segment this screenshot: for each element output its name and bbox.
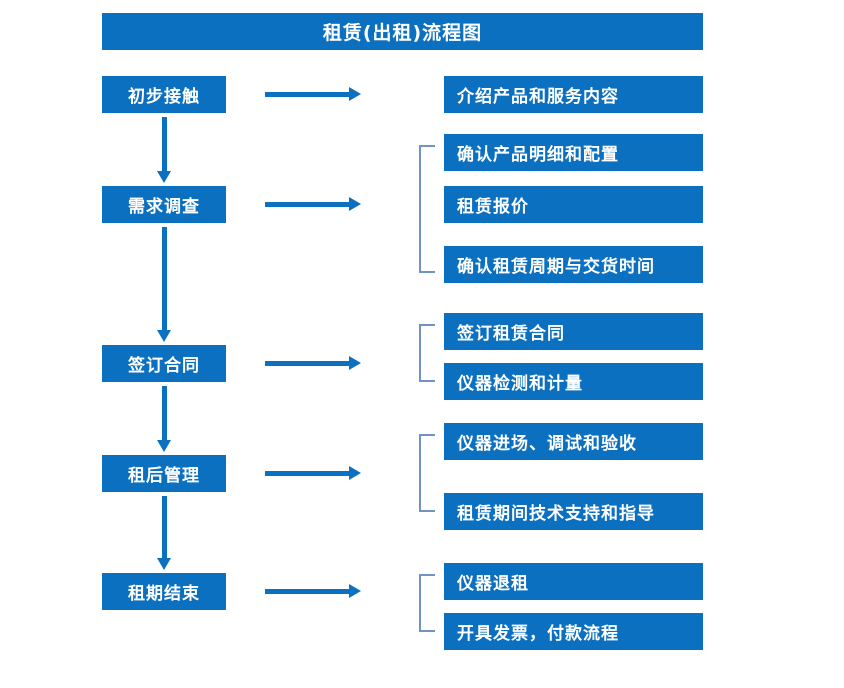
arrow-head-right-icon — [349, 87, 361, 101]
bracket-group-management — [419, 434, 435, 512]
arrow-head-right-icon — [349, 356, 361, 370]
arrow-shaft — [162, 227, 167, 330]
detail-box-instrument-delivery[interactable]: 仪器进场、调试和验收 — [444, 423, 703, 460]
arrow-stage-3-to-details — [265, 356, 361, 370]
arrow-stage-1-to-stage-2 — [157, 117, 171, 183]
arrow-shaft — [162, 496, 167, 558]
arrow-stage-2-to-details — [265, 197, 361, 211]
arrow-stage-4-to-details — [265, 466, 361, 480]
arrow-shaft — [162, 117, 167, 171]
arrow-head-down-icon — [157, 440, 171, 452]
detail-box-sign-rental-contract[interactable]: 签订租赁合同 — [444, 313, 703, 350]
detail-box-confirm-period[interactable]: 确认租赁周期与交货时间 — [444, 246, 703, 283]
bracket-group-requirements — [419, 145, 435, 273]
stage-box-rental-end[interactable]: 租期结束 — [102, 573, 226, 610]
arrow-stage-2-to-stage-3 — [157, 227, 171, 342]
flowchart-title: 租赁(出租)流程图 — [102, 13, 703, 50]
arrow-shaft — [265, 202, 351, 207]
detail-box-instrument-testing[interactable]: 仪器检测和计量 — [444, 363, 703, 400]
bracket-group-contract — [419, 324, 435, 382]
detail-box-invoice-payment[interactable]: 开具发票，付款流程 — [444, 613, 703, 650]
stage-box-initial-contact[interactable]: 初步接触 — [102, 76, 226, 113]
arrow-stage-3-to-stage-4 — [157, 386, 171, 452]
detail-box-introduce-products[interactable]: 介绍产品和服务内容 — [444, 76, 703, 113]
detail-box-rental-quotation[interactable]: 租赁报价 — [444, 186, 703, 223]
arrow-head-right-icon — [349, 584, 361, 598]
stage-box-post-rental-mgmt[interactable]: 租后管理 — [102, 455, 226, 492]
arrow-shaft — [265, 471, 351, 476]
arrow-head-right-icon — [349, 466, 361, 480]
stage-box-sign-contract[interactable]: 签订合同 — [102, 345, 226, 382]
detail-box-confirm-product-spec[interactable]: 确认产品明细和配置 — [444, 134, 703, 171]
arrow-shaft — [265, 92, 351, 97]
arrow-shaft — [162, 386, 167, 440]
arrow-head-right-icon — [349, 197, 361, 211]
arrow-stage-1-to-details — [265, 87, 361, 101]
arrow-stage-5-to-details — [265, 584, 361, 598]
detail-box-technical-support[interactable]: 租赁期间技术支持和指导 — [444, 493, 703, 530]
stage-box-requirement-survey[interactable]: 需求调查 — [102, 186, 226, 223]
arrow-head-down-icon — [157, 558, 171, 570]
detail-box-instrument-return[interactable]: 仪器退租 — [444, 563, 703, 600]
arrow-stage-4-to-stage-5 — [157, 496, 171, 570]
arrow-head-down-icon — [157, 330, 171, 342]
arrow-shaft — [265, 589, 351, 594]
arrow-shaft — [265, 361, 351, 366]
bracket-group-end — [419, 574, 435, 632]
arrow-head-down-icon — [157, 171, 171, 183]
